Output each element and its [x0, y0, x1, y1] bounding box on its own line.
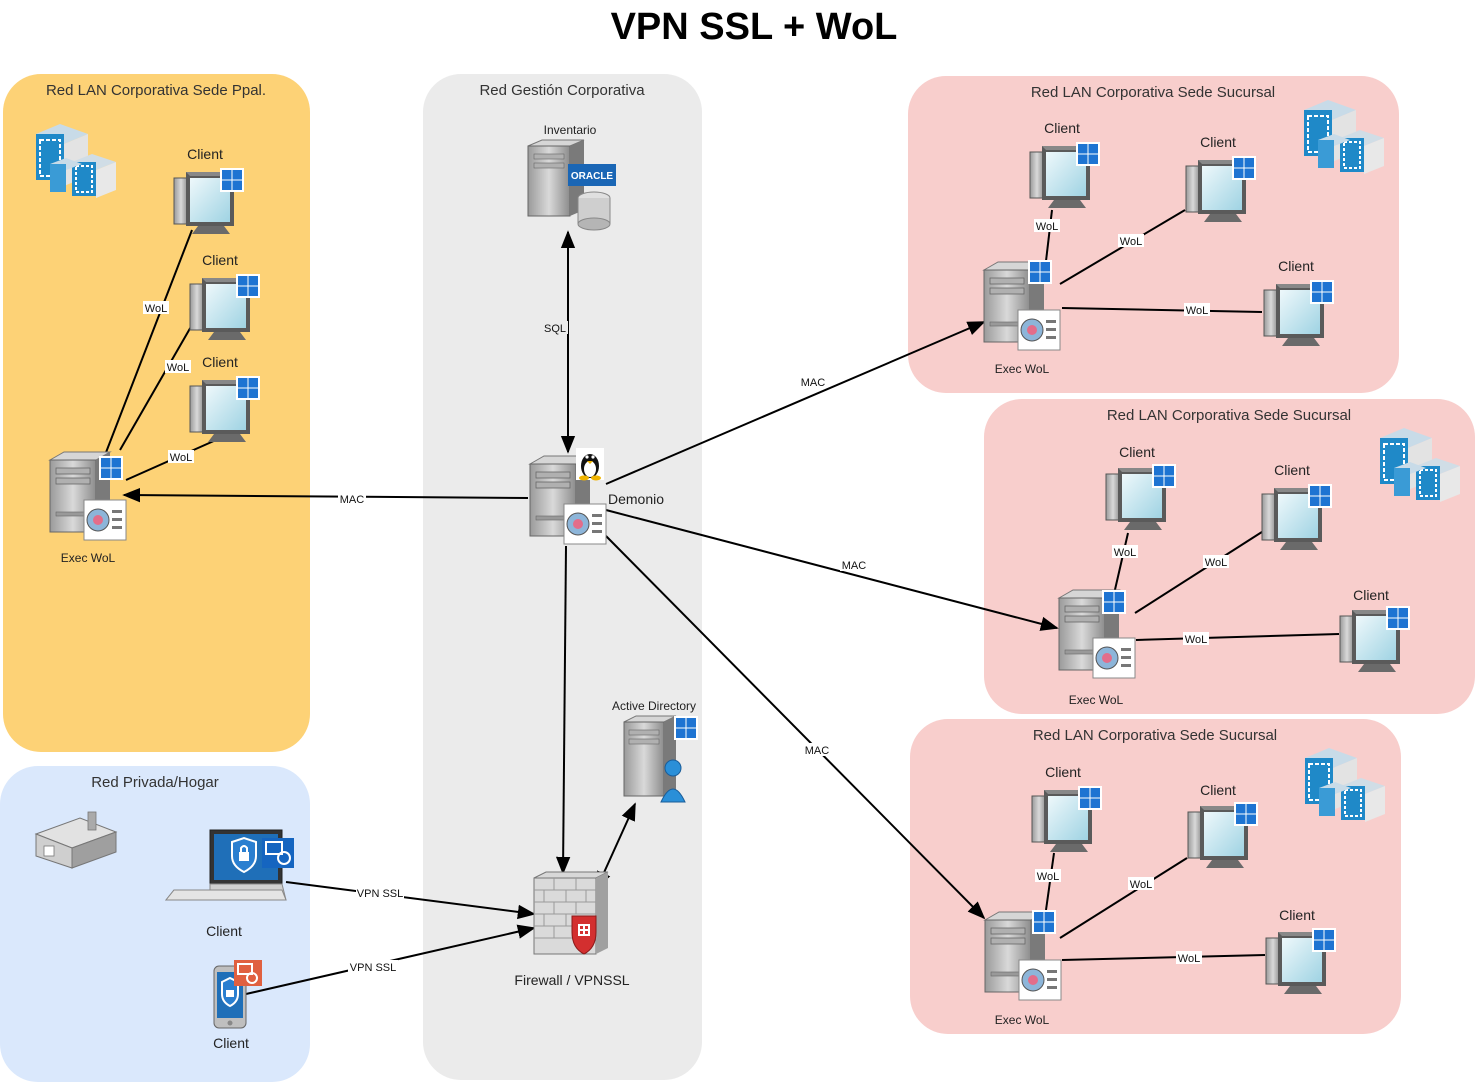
laptop-client[interactable]: Client: [164, 829, 294, 939]
windows-logo-icon: [1102, 590, 1126, 614]
client-main-1[interactable]: Client: [174, 146, 244, 234]
inventario-label: Inventario: [544, 123, 597, 137]
windows-client-icon: [190, 274, 260, 340]
zone-home: Red Privada/Hogar: [0, 766, 310, 1082]
exec-wol-label: Exec WoL: [995, 362, 1050, 376]
windows-logo-icon: [1032, 910, 1056, 934]
demonio-server[interactable]: Demonio: [529, 448, 664, 545]
vpn-ssl-label: VPN SSL: [350, 962, 396, 974]
exec-wol-branch2[interactable]: Exec WoL: [1058, 589, 1136, 707]
oracle-db-server-icon: ORACLE: [527, 139, 616, 231]
demonio-label: Demonio: [608, 491, 664, 507]
phone-client[interactable]: Client: [213, 960, 262, 1051]
windows-logo-icon: [1028, 260, 1052, 284]
client-branch1-1[interactable]: Client: [1030, 120, 1100, 208]
sql-label: SQL: [544, 323, 566, 335]
mobile-vpn-icon: [213, 960, 262, 1029]
linux-tux-icon: [576, 448, 604, 481]
firewall-icon: [533, 871, 609, 955]
windows-client-icon: [1262, 484, 1332, 550]
windows-client-icon: [1264, 280, 1334, 346]
firewall-label: Firewall / VPNSSL: [514, 972, 629, 988]
client-branch3-1[interactable]: Client: [1032, 764, 1102, 852]
wol-label: WoL: [1037, 871, 1059, 883]
windows-client-icon: [1106, 464, 1176, 530]
zone-main-title: Red LAN Corporativa Sede Ppal.: [46, 82, 266, 99]
zone-branch2-title: Red LAN Corporativa Sede Sucursal: [1107, 407, 1351, 424]
wol-label: WoL: [170, 452, 192, 464]
client-label: Client: [1045, 764, 1081, 780]
client-label: Client: [1119, 444, 1155, 460]
client-label: Client: [1274, 462, 1310, 478]
active-directory-label: Active Directory: [612, 699, 696, 713]
exec-wol-label: Exec WoL: [61, 551, 116, 565]
house-icon: [34, 811, 118, 869]
client-label: Client: [1044, 120, 1080, 136]
client-branch3-3[interactable]: Client: [1266, 907, 1336, 994]
windows-client-icon: [1032, 786, 1102, 852]
wol-label: WoL: [1114, 547, 1136, 559]
exec-wol-label: Exec WoL: [995, 1013, 1050, 1027]
client-branch3-2[interactable]: Client: [1188, 782, 1258, 868]
windows-client-icon: [1266, 928, 1336, 994]
wol-label: WoL: [145, 303, 167, 315]
client-branch2-1[interactable]: Client: [1106, 444, 1176, 530]
wol-label: WoL: [1205, 557, 1227, 569]
wol-links-branch2: [1113, 529, 1340, 641]
windows-logo-icon: [674, 716, 698, 740]
mac-label: MAC: [842, 560, 867, 572]
zone-mgmt-title: Red Gestión Corporativa: [479, 82, 645, 99]
laptop-vpn-icon: [164, 829, 294, 901]
client-branch2-2[interactable]: Client: [1262, 462, 1332, 550]
exec-wol-main[interactable]: Exec WoL: [49, 451, 127, 565]
wol-label: WoL: [1185, 634, 1207, 646]
zone-home-title: Red Privada/Hogar: [91, 774, 219, 791]
wol-label: WoL: [1178, 953, 1200, 965]
wol-label: WoL: [1186, 305, 1208, 317]
client-main-2[interactable]: Client: [190, 252, 260, 340]
client-label: Client: [1353, 587, 1389, 603]
client-branch1-2[interactable]: Client: [1186, 134, 1256, 222]
client-label: Client: [1200, 134, 1236, 150]
windows-client-icon: [174, 168, 244, 234]
client-label: Client: [187, 146, 223, 162]
windows-logo-icon: [99, 456, 123, 480]
windows-client-icon: [190, 376, 260, 442]
mac-label: MAC: [340, 494, 365, 506]
client-label: Client: [1278, 258, 1314, 274]
zone-main-lan: Red LAN Corporativa Sede Ppal.: [3, 74, 310, 752]
wol-label: WoL: [1120, 236, 1142, 248]
edge-labels: WoL WoL WoL WoL WoL WoL WoL WoL WoL WoL …: [143, 219, 1229, 974]
client-main-3[interactable]: Client: [190, 354, 260, 442]
wol-label: WoL: [167, 362, 189, 374]
laptop-label: Client: [206, 923, 242, 939]
client-label: Client: [202, 252, 238, 268]
oracle-label: ORACLE: [571, 171, 614, 182]
inventario-server[interactable]: Inventario ORACLE: [527, 123, 616, 231]
exec-wol-label: Exec WoL: [1069, 693, 1124, 707]
vpn-ssl-label: VPN SSL: [357, 888, 403, 900]
exec-wol-branch1[interactable]: Exec WoL: [983, 260, 1061, 376]
zone-branch3-title: Red LAN Corporativa Sede Sucursal: [1033, 727, 1277, 744]
windows-client-icon: [1186, 156, 1256, 222]
wol-label: WoL: [1036, 221, 1058, 233]
client-label: Client: [202, 354, 238, 370]
active-directory-server[interactable]: Active Directory: [612, 699, 698, 803]
wol-label: WoL: [1130, 879, 1152, 891]
firewall-vpnssl[interactable]: Firewall / VPNSSL: [514, 871, 630, 988]
client-label: Client: [1279, 907, 1315, 923]
mac-label: MAC: [805, 745, 830, 757]
client-label: Client: [1200, 782, 1236, 798]
phone-label: Client: [213, 1035, 249, 1051]
windows-client-icon: [1188, 802, 1258, 868]
windows-client-icon: [1340, 606, 1410, 672]
exec-wol-branch3[interactable]: Exec WoL: [984, 910, 1062, 1027]
windows-client-icon: [1030, 142, 1100, 208]
client-branch2-3[interactable]: Client: [1340, 587, 1410, 672]
client-branch1-3[interactable]: Client: [1264, 258, 1334, 346]
active-directory-icon: [623, 715, 686, 803]
page-title: VPN SSL + WoL: [611, 6, 898, 48]
mac-label: MAC: [801, 377, 826, 389]
zone-branch1-title: Red LAN Corporativa Sede Sucursal: [1031, 84, 1275, 101]
